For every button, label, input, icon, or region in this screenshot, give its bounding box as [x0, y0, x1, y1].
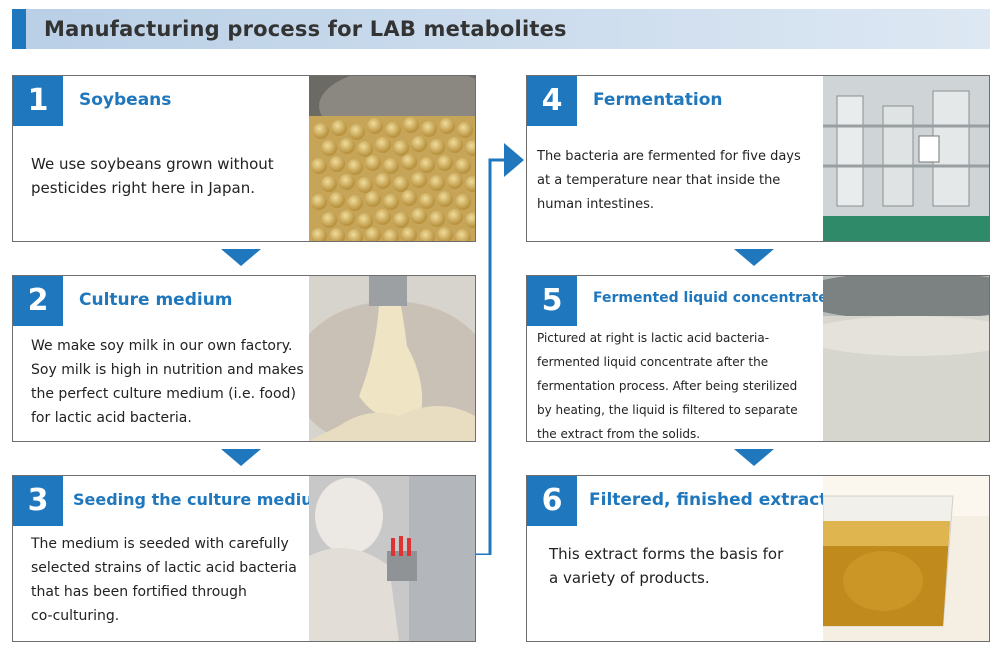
description-line: by heating, the liquid is filtered to se…	[537, 398, 798, 422]
step-card-3: 3 Seeding the culture medium The medium …	[12, 475, 476, 642]
lab-worker-photo	[309, 476, 475, 641]
description-line: a variety of products.	[549, 566, 783, 590]
title-banner: Manufacturing process for LAB metabolite…	[12, 9, 990, 49]
fermentation-tanks-photo	[823, 76, 989, 241]
description-line: Soy milk is high in nutrition and makes	[31, 358, 304, 382]
soybeans-photo	[309, 76, 475, 241]
step-description: This extract forms the basis for a varie…	[549, 542, 783, 590]
step-card-2: 2 Culture medium We make soy milk in our…	[12, 275, 476, 442]
step-title: Soybeans	[79, 90, 171, 110]
description-line: This extract forms the basis for	[549, 542, 783, 566]
description-line: pesticides right here in Japan.	[31, 176, 274, 200]
step-card-4: 4 Fermentation The bacteria are fermente…	[526, 75, 990, 242]
step-card-6: 6 Filtered, finished extract This extrac…	[526, 475, 990, 642]
step-title: Fermentation	[593, 90, 723, 110]
step-description: Pictured at right is lactic acid bacteri…	[537, 326, 798, 442]
step-card-1: 1 Soybeans We use soybeans grown without…	[12, 75, 476, 242]
step-number-badge: 5	[527, 276, 577, 326]
title-accent-bar	[12, 9, 26, 49]
description-line: human intestines.	[537, 193, 801, 217]
soymilk-photo	[309, 276, 475, 441]
description-line: the extract from the solids.	[537, 422, 798, 442]
step-number-badge: 2	[13, 276, 63, 326]
description-line: that has been fortified through	[31, 580, 297, 604]
extract-glass-photo	[823, 476, 989, 641]
step-description: We use soybeans grown without pesticides…	[31, 152, 274, 200]
step-title: Culture medium	[79, 290, 233, 310]
description-line: We make soy milk in our own factory.	[31, 334, 304, 358]
description-line: Pictured at right is lactic acid bacteri…	[537, 326, 798, 350]
step-description: The bacteria are fermented for five days…	[537, 145, 801, 217]
description-line: co-culturing.	[31, 604, 297, 628]
step-title: Filtered, finished extract	[589, 490, 827, 510]
description-line: selected strains of lactic acid bacteria	[31, 556, 297, 580]
step-description: The medium is seeded with carefully sele…	[31, 532, 297, 628]
step-number-badge: 3	[13, 476, 63, 526]
liquid-concentrate-photo	[823, 276, 989, 441]
description-line: fermented liquid concentrate after the	[537, 350, 798, 374]
down-arrow-icon	[734, 449, 774, 466]
down-arrow-icon	[221, 449, 261, 466]
step-title: Seeding the culture medium	[73, 490, 329, 509]
step-number-badge: 4	[527, 76, 577, 126]
step-description: We make soy milk in our own factory. Soy…	[31, 334, 304, 430]
description-line: the perfect culture medium (i.e. food)	[31, 382, 304, 406]
description-line: The bacteria are fermented for five days	[537, 145, 801, 169]
down-arrow-icon	[734, 249, 774, 266]
step-number-badge: 1	[13, 76, 63, 126]
step-card-5: 5 Fermented liquid concentrate Pictured …	[526, 275, 990, 442]
description-line: The medium is seeded with carefully	[31, 532, 297, 556]
page-title: Manufacturing process for LAB metabolite…	[44, 17, 567, 41]
description-line: for lactic acid bacteria.	[31, 406, 304, 430]
step-number-badge: 6	[527, 476, 577, 526]
description-line: We use soybeans grown without	[31, 152, 274, 176]
description-line: at a temperature near that inside the	[537, 169, 801, 193]
down-arrow-icon	[221, 249, 261, 266]
step-title: Fermented liquid concentrate	[593, 290, 828, 306]
description-line: fermentation process. After being steril…	[537, 374, 798, 398]
